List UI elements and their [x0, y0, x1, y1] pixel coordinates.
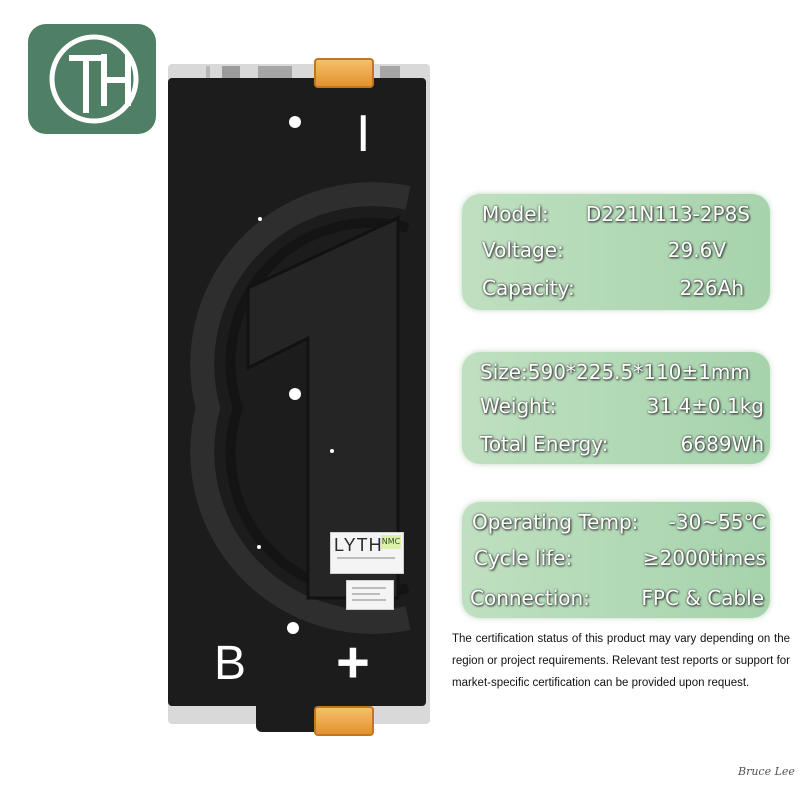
bottom-connector — [314, 706, 374, 736]
spec-key: Voltage: — [482, 238, 564, 262]
barcode-sticker — [346, 580, 394, 610]
th-monogram-logo-icon — [49, 34, 139, 124]
mount-hole — [257, 545, 261, 549]
terminal-label-b: B — [214, 637, 247, 690]
signature: Bruce Lee — [738, 765, 795, 778]
top-pin — [206, 66, 210, 78]
spec-key: Size:590*225.5*110±1mm — [480, 360, 750, 384]
spec-key: Total Energy: — [480, 432, 609, 456]
spec-key: Connection: — [470, 586, 590, 610]
spec-row-operating-temp: Operating Temp: -30~55℃ — [462, 504, 770, 540]
mount-hole — [289, 116, 301, 128]
sticker-line — [352, 593, 380, 595]
spec-value: ≥2000times — [642, 546, 766, 570]
spec-value: 29.6V — [667, 238, 726, 262]
sticker-line — [352, 587, 386, 589]
spec-key: Cycle life: — [474, 546, 573, 570]
terminal-label-plus: + — [336, 630, 370, 695]
spec-key: Capacity: — [482, 276, 575, 300]
spec-value: 31.4±0.1kg — [646, 394, 764, 418]
spec-row-model: Model: D221N113-2P8S — [462, 196, 770, 232]
spec-row-size: Size:590*225.5*110±1mm — [462, 354, 770, 390]
top-pin — [380, 66, 400, 78]
product-label-sticker: LYTH NMC — [330, 532, 404, 574]
spec-row-weight: Weight: 31.4±0.1kg — [462, 388, 770, 424]
mount-hole — [289, 388, 301, 400]
spec-card-operating: Operating Temp: -30~55℃ Cycle life: ≥200… — [462, 502, 770, 618]
mount-hole — [258, 217, 262, 221]
certification-note: The certification status of this product… — [452, 633, 790, 689]
pack-emboss-pattern — [190, 182, 411, 634]
spec-value: 226Ah — [679, 276, 744, 300]
spec-row-voltage: Voltage: 29.6V — [462, 232, 770, 268]
brand-logo — [28, 24, 156, 134]
top-pin — [258, 66, 292, 78]
spec-card-physical: Size:590*225.5*110±1mm Weight: 31.4±0.1k… — [462, 352, 770, 464]
spec-row-capacity: Capacity: 226Ah — [462, 270, 770, 306]
spec-key: Model: — [482, 202, 549, 226]
mount-hole — [287, 622, 299, 634]
mount-hole — [330, 449, 334, 453]
spec-key: Weight: — [480, 394, 557, 418]
spec-row-total-energy: Total Energy: 6689Wh — [462, 426, 770, 462]
spec-value: FPC & Cable — [641, 586, 764, 610]
spec-key: Operating Temp: — [472, 510, 639, 534]
sticker-line — [352, 599, 386, 601]
sticker-brand: LYTH — [334, 535, 383, 555]
terminal-label-top: I — [356, 105, 371, 163]
sticker-fine-print — [337, 557, 395, 559]
spec-row-cycle-life: Cycle life: ≥2000times — [462, 540, 770, 576]
spec-value: D221N113-2P8S — [585, 202, 750, 226]
spec-card-electrical: Model: D221N113-2P8S Voltage: 29.6V Capa… — [462, 194, 770, 310]
top-connector — [314, 58, 374, 88]
spec-value: -30~55℃ — [668, 510, 766, 534]
top-pin — [222, 66, 240, 78]
spec-value: 6689Wh — [680, 432, 764, 456]
spec-row-connection: Connection: FPC & Cable — [462, 580, 770, 616]
sticker-chemistry: NMC — [381, 535, 401, 549]
